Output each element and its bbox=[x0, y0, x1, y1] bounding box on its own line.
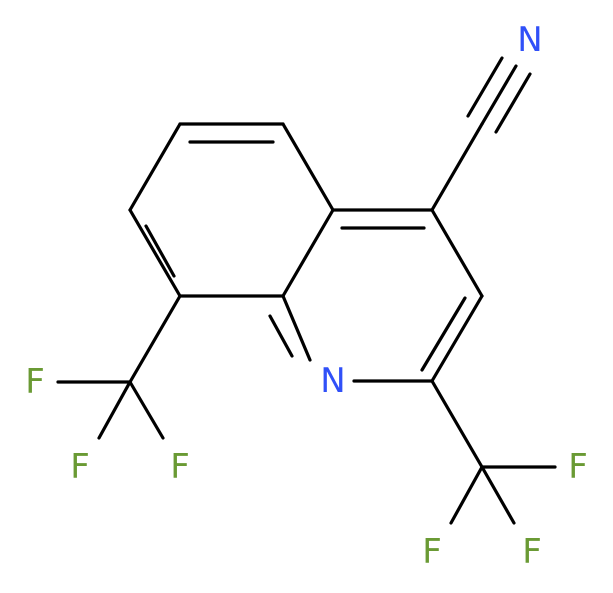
bond-c8-c7-inner bbox=[144, 224, 176, 278]
bond-cf3b-f5 bbox=[449, 465, 484, 525]
bond-c3-c2 bbox=[430, 294, 484, 383]
atom-f6: F bbox=[522, 532, 542, 572]
bond-c8-cf3a bbox=[128, 294, 182, 384]
atom-f1: F bbox=[25, 362, 45, 402]
atom-f2: F bbox=[70, 447, 90, 487]
atom-n-ring: N bbox=[320, 361, 345, 401]
bonds bbox=[56, 56, 557, 525]
atom-labels: N N F F F F F F bbox=[25, 20, 588, 572]
bond-c6-c4a bbox=[281, 122, 335, 212]
bond-cf3a-f3 bbox=[128, 380, 165, 440]
bond-c3-c2-inner bbox=[420, 296, 467, 372]
bond-c4a-c8a bbox=[281, 208, 335, 298]
bond-n1-c8a-inner bbox=[268, 314, 294, 358]
bond-c4-cn bbox=[430, 122, 484, 212]
bond-cn-n-3 bbox=[494, 72, 532, 134]
atom-f5: F bbox=[422, 532, 442, 572]
bond-c4-c3 bbox=[430, 208, 484, 298]
bond-c8-c7 bbox=[128, 208, 182, 298]
bond-c2-cf3b bbox=[430, 379, 484, 469]
bond-cf3b-f6 bbox=[480, 465, 516, 525]
bond-c7-c5 bbox=[128, 122, 182, 212]
bond-n1-c8a bbox=[281, 294, 312, 362]
bond-cn-n-2 bbox=[466, 56, 504, 118]
bond-cn-n-1 bbox=[480, 64, 518, 126]
atom-n-nitrile: N bbox=[517, 20, 542, 60]
atom-f4: F bbox=[568, 447, 588, 487]
bond-cf3a-f2 bbox=[97, 380, 132, 440]
atom-f3: F bbox=[170, 447, 190, 487]
